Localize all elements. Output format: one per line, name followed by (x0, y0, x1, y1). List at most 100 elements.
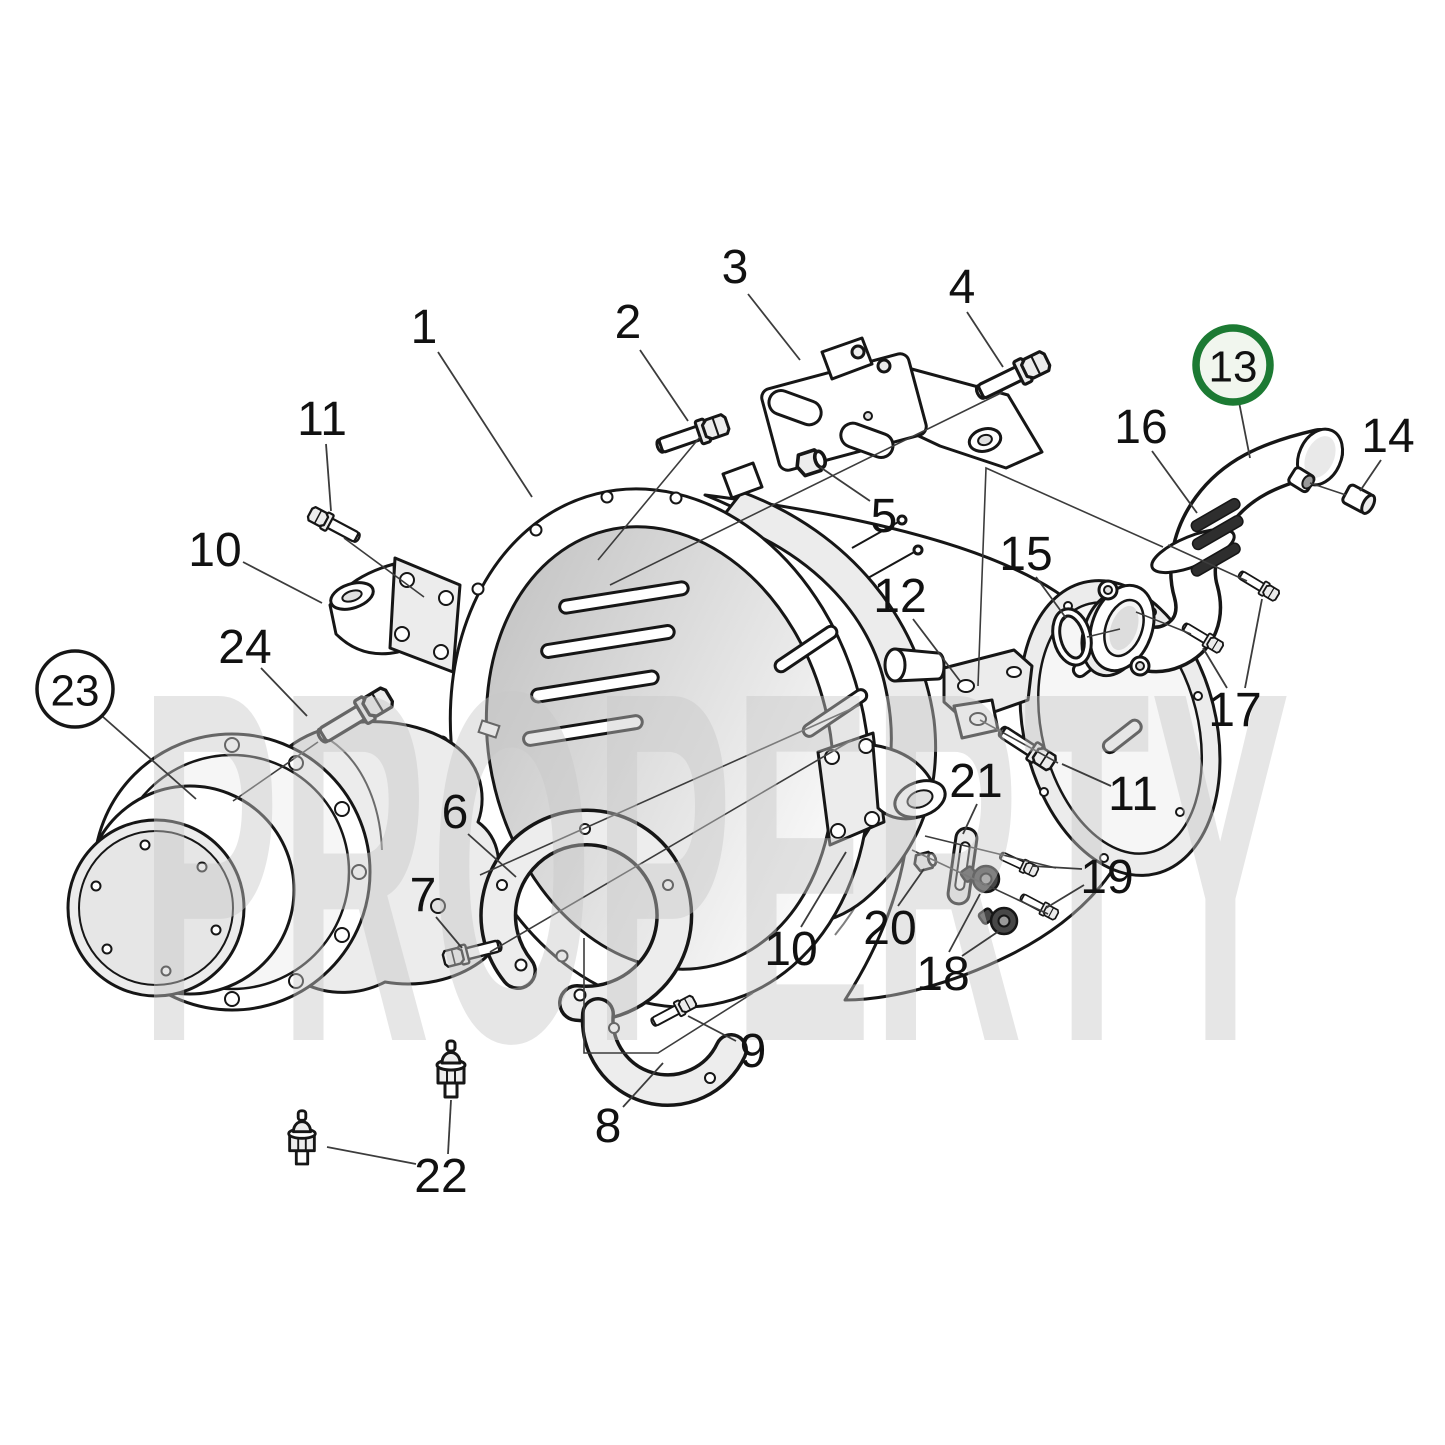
callout-20[interactable]: 20 (863, 868, 925, 955)
callout-9[interactable]: 9 (687, 1015, 767, 1078)
callout-8[interactable]: 8 (595, 1062, 664, 1153)
callout-14[interactable]: 14 (1359, 410, 1415, 492)
leader-line-12 (912, 618, 961, 682)
leader-line-15 (1035, 576, 1067, 619)
callout-12[interactable]: 12 (873, 570, 961, 682)
leader-line-17 (1244, 598, 1263, 689)
leader-line-19 (1045, 884, 1085, 909)
part-15-o-ring (1051, 607, 1093, 667)
callout-number-10-right: 10 (764, 923, 817, 976)
callout-number-13: 13 (1209, 343, 1258, 392)
leader-line-17 (1202, 647, 1228, 689)
callout-number-7: 7 (410, 869, 437, 922)
leader-line-1 (437, 351, 533, 498)
callout-4[interactable]: 4 (949, 261, 1004, 368)
balloon (35, 649, 115, 729)
callout-15[interactable]: 15 (999, 528, 1067, 619)
callout-number-6: 6 (442, 786, 469, 839)
callout-number-3: 3 (722, 241, 749, 294)
callout-number-24: 24 (218, 621, 271, 674)
part-2-bolt (652, 410, 733, 460)
callout-5[interactable]: 5 (819, 466, 897, 543)
part-8-cover-lower (580, 997, 748, 1107)
leader-line-19 (1031, 865, 1083, 870)
callout-number-21: 21 (949, 755, 1002, 808)
leader-line-10-left (242, 561, 323, 604)
callout-number-18: 18 (916, 948, 969, 1001)
callout-10-right[interactable]: 10 (764, 851, 847, 976)
callout-11-left[interactable]: 11 (297, 393, 347, 512)
leader-line-8 (622, 1062, 664, 1108)
highlight-balloon (1192, 324, 1274, 406)
callout-number-11-left: 11 (297, 393, 347, 446)
part-4-bolt-long (970, 346, 1055, 407)
part-23-final-drive (66, 720, 504, 1012)
assembly-axis-lines (232, 391, 1347, 1054)
callout-24[interactable]: 24 (218, 621, 308, 717)
callout-22[interactable]: 22 (326, 1099, 468, 1203)
callout-7[interactable]: 7 (410, 869, 463, 949)
callout-18[interactable]: 18 (916, 893, 1000, 1001)
leader-line-23 (101, 715, 197, 800)
callout-19[interactable]: 19 (1031, 851, 1134, 909)
part-14-plug (1341, 483, 1377, 515)
callout-3[interactable]: 3 (722, 241, 801, 361)
callout-number-20: 20 (863, 902, 916, 955)
leader-line-2 (639, 349, 689, 422)
callout-number-11-right: 11 (1108, 768, 1158, 821)
part-11-bolt-left (304, 503, 365, 548)
watermark-text: PROPERTY (140, 587, 1290, 1146)
callout-number-9: 9 (740, 1025, 767, 1078)
callout-21[interactable]: 21 (949, 755, 1003, 835)
part-12-bracket (942, 648, 1034, 740)
callout-number-8: 8 (595, 1100, 622, 1153)
callout-number-12: 12 (873, 570, 926, 623)
callout-number-4: 4 (949, 261, 976, 314)
callout-number-2: 2 (615, 296, 642, 349)
callout-17[interactable]: 17 (1202, 598, 1263, 737)
leader-line-6 (467, 833, 517, 878)
callout-23[interactable]: 23 (35, 649, 197, 800)
leader-line-14 (1359, 459, 1382, 492)
leader-line-20 (897, 868, 925, 907)
callout-number-14: 14 (1361, 410, 1414, 463)
leader-line-3 (747, 293, 801, 361)
callout-number-1: 1 (411, 301, 438, 354)
leader-line-13 (1238, 401, 1251, 459)
callout-16[interactable]: 16 (1114, 401, 1198, 514)
callout-number-22: 22 (414, 1150, 467, 1203)
callout-11-right[interactable]: 11 (1061, 763, 1158, 821)
leader-line-21 (962, 803, 978, 835)
leader-line-9 (687, 1015, 737, 1042)
callout-number-19: 19 (1080, 851, 1133, 904)
callout-2[interactable]: 2 (615, 296, 689, 422)
leader-line-18 (948, 893, 981, 953)
part-6-gasket-upper (479, 808, 694, 1023)
leader-line-7 (435, 916, 463, 949)
leader-line-5 (819, 466, 871, 502)
leader-line-4 (966, 311, 1004, 368)
part-10-mount-right (816, 731, 947, 847)
part-13-exhaust-pipe (1080, 427, 1345, 678)
part-16-clamp-rings (1190, 497, 1244, 577)
callout-number-17: 17 (1208, 684, 1261, 737)
callout-6[interactable]: 6 (442, 786, 517, 878)
callout-1[interactable]: 1 (411, 301, 533, 498)
leader-line-16 (1151, 450, 1198, 514)
leader-line-18 (961, 930, 1000, 957)
part-10-mount-left (328, 556, 462, 674)
callout-number-10-left: 10 (188, 524, 241, 577)
leader-line-11-right (1061, 763, 1112, 787)
leader-line-24 (260, 667, 308, 717)
leader-line-10-right (800, 851, 847, 928)
part-3-support-bracket (760, 336, 1044, 472)
leader-line-22 (447, 1099, 452, 1155)
callout-10-left[interactable]: 10 (188, 524, 323, 604)
callout-number-23: 23 (51, 667, 100, 716)
leader-line-22 (326, 1146, 417, 1165)
callout-number-16: 16 (1114, 401, 1167, 454)
callout-13[interactable]: 13 (1192, 324, 1274, 459)
